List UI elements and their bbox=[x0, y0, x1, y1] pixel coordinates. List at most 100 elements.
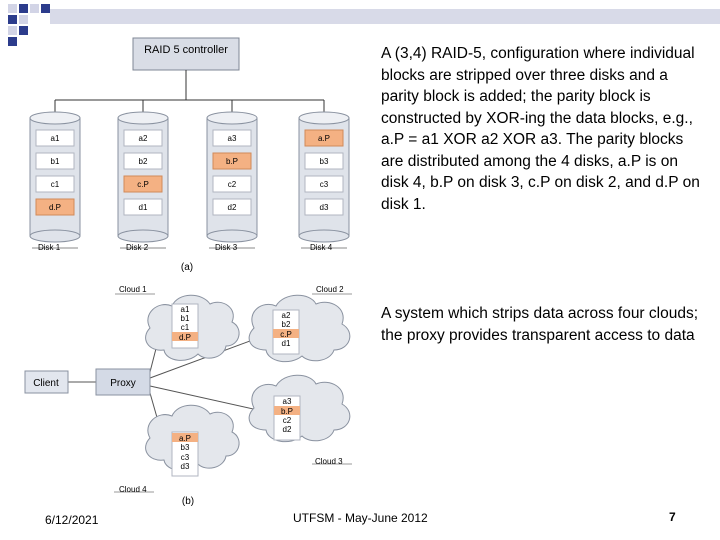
disk-block bbox=[304, 152, 344, 170]
parity-block bbox=[123, 175, 163, 193]
disk-block bbox=[212, 129, 252, 147]
decor-square bbox=[8, 37, 17, 46]
raid-description: A (3,4) RAID-5, configuration where indi… bbox=[381, 45, 700, 213]
disk-block bbox=[212, 175, 252, 193]
cloud-label: Cloud 2 bbox=[316, 285, 344, 294]
cloud-block-label: b3 bbox=[181, 443, 190, 452]
disk-top bbox=[206, 111, 258, 125]
disk-block bbox=[304, 175, 344, 193]
disk-4: a.P b3 c3 d3 Disk 4 bbox=[298, 111, 350, 252]
decor-square bbox=[8, 15, 17, 24]
disk-block-label: b1 bbox=[51, 157, 60, 166]
disk-3: a3 b.P c2 d2 Disk 3 bbox=[206, 111, 258, 252]
disk-block-label: c3 bbox=[320, 180, 329, 189]
disk-block-label: a1 bbox=[51, 134, 60, 143]
cloud-block-label: c2 bbox=[283, 416, 292, 425]
cloud-block-label: d1 bbox=[282, 339, 291, 348]
disk-block-label: c1 bbox=[51, 180, 60, 189]
disk-block bbox=[212, 198, 252, 216]
cloud-block-label: a3 bbox=[283, 397, 292, 406]
cloud-label: Cloud 1 bbox=[119, 285, 147, 294]
cloud-block-label: b.P bbox=[281, 407, 293, 416]
parity-block bbox=[273, 329, 299, 338]
cloud-4: a.P b3 c3 d3 Cloud 4 bbox=[114, 404, 240, 494]
disk-top bbox=[298, 111, 350, 125]
cloud-caption: (b) bbox=[182, 496, 194, 507]
disk-1: a1 b1 c1 d.P Disk 1 bbox=[29, 111, 81, 252]
disk-block-label: d1 bbox=[139, 203, 148, 212]
cloud-block-label: d2 bbox=[283, 425, 292, 434]
decor-square bbox=[19, 4, 28, 13]
cloud-block-label: b1 bbox=[181, 314, 190, 323]
client-box bbox=[24, 370, 69, 394]
proxy-label: Proxy bbox=[110, 378, 136, 389]
cloud-block-stack bbox=[273, 395, 301, 441]
disk-block bbox=[123, 129, 163, 147]
client-label: Client bbox=[33, 378, 59, 389]
disk-block bbox=[304, 198, 344, 216]
cloud-block-label: d.P bbox=[179, 333, 191, 342]
raid-diagram: RAID 5 controller a1 b1 c1 d.P Disk 1 a2… bbox=[29, 37, 350, 273]
cloud-block-label: a.P bbox=[179, 434, 191, 443]
decor-square bbox=[19, 15, 28, 24]
disk-block bbox=[123, 152, 163, 170]
parity-block bbox=[274, 406, 300, 415]
disk-bottom bbox=[298, 229, 350, 243]
disk-block-label: b2 bbox=[139, 157, 148, 166]
disk-block-label: d.P bbox=[49, 203, 61, 212]
proxy-link bbox=[149, 385, 259, 411]
cloud-label: Cloud 4 bbox=[119, 485, 147, 494]
disk-top bbox=[117, 111, 169, 125]
top-bar bbox=[50, 9, 720, 24]
parity-block bbox=[304, 129, 344, 147]
parity-block bbox=[35, 198, 75, 216]
cloud-block-label: c3 bbox=[181, 453, 190, 462]
page-number: 7 bbox=[669, 510, 676, 524]
disk-label: Disk 1 bbox=[38, 243, 61, 252]
raid-controller-label: RAID 5 controller bbox=[144, 44, 228, 56]
parity-block bbox=[172, 433, 198, 442]
disk-block-label: c.P bbox=[137, 180, 149, 189]
disk-label: Disk 4 bbox=[310, 243, 333, 252]
disk-bottom bbox=[29, 229, 81, 243]
disk-block-label: a3 bbox=[228, 134, 237, 143]
decor-square bbox=[8, 26, 17, 35]
cloud-block-label: d3 bbox=[181, 462, 190, 471]
disk-block-label: a2 bbox=[139, 134, 148, 143]
disk-block bbox=[35, 175, 75, 193]
disk-bottom bbox=[117, 229, 169, 243]
proxy-box bbox=[95, 368, 151, 396]
disk-block bbox=[35, 129, 75, 147]
decor-square bbox=[19, 26, 28, 35]
disk-block-label: b3 bbox=[320, 157, 329, 166]
disk-2: a2 b2 c.P d1 Disk 2 bbox=[117, 111, 169, 252]
parity-block bbox=[172, 332, 198, 341]
cloud-diagram: Client Proxy a1 b1 c1 d.P Cloud 1 a2 b2 … bbox=[24, 285, 352, 507]
decor-square bbox=[41, 4, 50, 13]
disk-label: Disk 3 bbox=[215, 243, 238, 252]
parity-block bbox=[212, 152, 252, 170]
disk-block-label: d2 bbox=[228, 203, 237, 212]
cloud-block-label: a2 bbox=[282, 311, 291, 320]
raid-caption: (a) bbox=[181, 262, 193, 273]
disk-block-label: a.P bbox=[318, 134, 330, 143]
cloud-label: Cloud 3 bbox=[315, 457, 343, 466]
disk-block bbox=[35, 152, 75, 170]
cloud-block-label: c.P bbox=[280, 330, 292, 339]
disk-block-label: d3 bbox=[320, 203, 329, 212]
disk-bottom bbox=[206, 229, 258, 243]
disk-label: Disk 2 bbox=[126, 243, 149, 252]
cloud-2: a2 b2 c.P d1 Cloud 2 bbox=[248, 285, 352, 363]
cloud-block-label: b2 bbox=[282, 320, 291, 329]
disk-block-label: b.P bbox=[226, 157, 238, 166]
disk-top bbox=[29, 111, 81, 125]
disk-block-label: c2 bbox=[228, 180, 237, 189]
cloud-description: A system which strips data across four c… bbox=[381, 305, 699, 344]
cloud-1: a1 b1 c1 d.P Cloud 1 bbox=[115, 285, 240, 361]
decor-square bbox=[8, 4, 17, 13]
cloud-block-label: a1 bbox=[181, 305, 190, 314]
cloud-block-label: c1 bbox=[181, 323, 190, 332]
footer-center: UTFSM - May-June 2012 bbox=[293, 511, 428, 525]
cloud-3: a3 b.P c2 d2 Cloud 3 bbox=[248, 374, 352, 466]
disk-block bbox=[123, 198, 163, 216]
